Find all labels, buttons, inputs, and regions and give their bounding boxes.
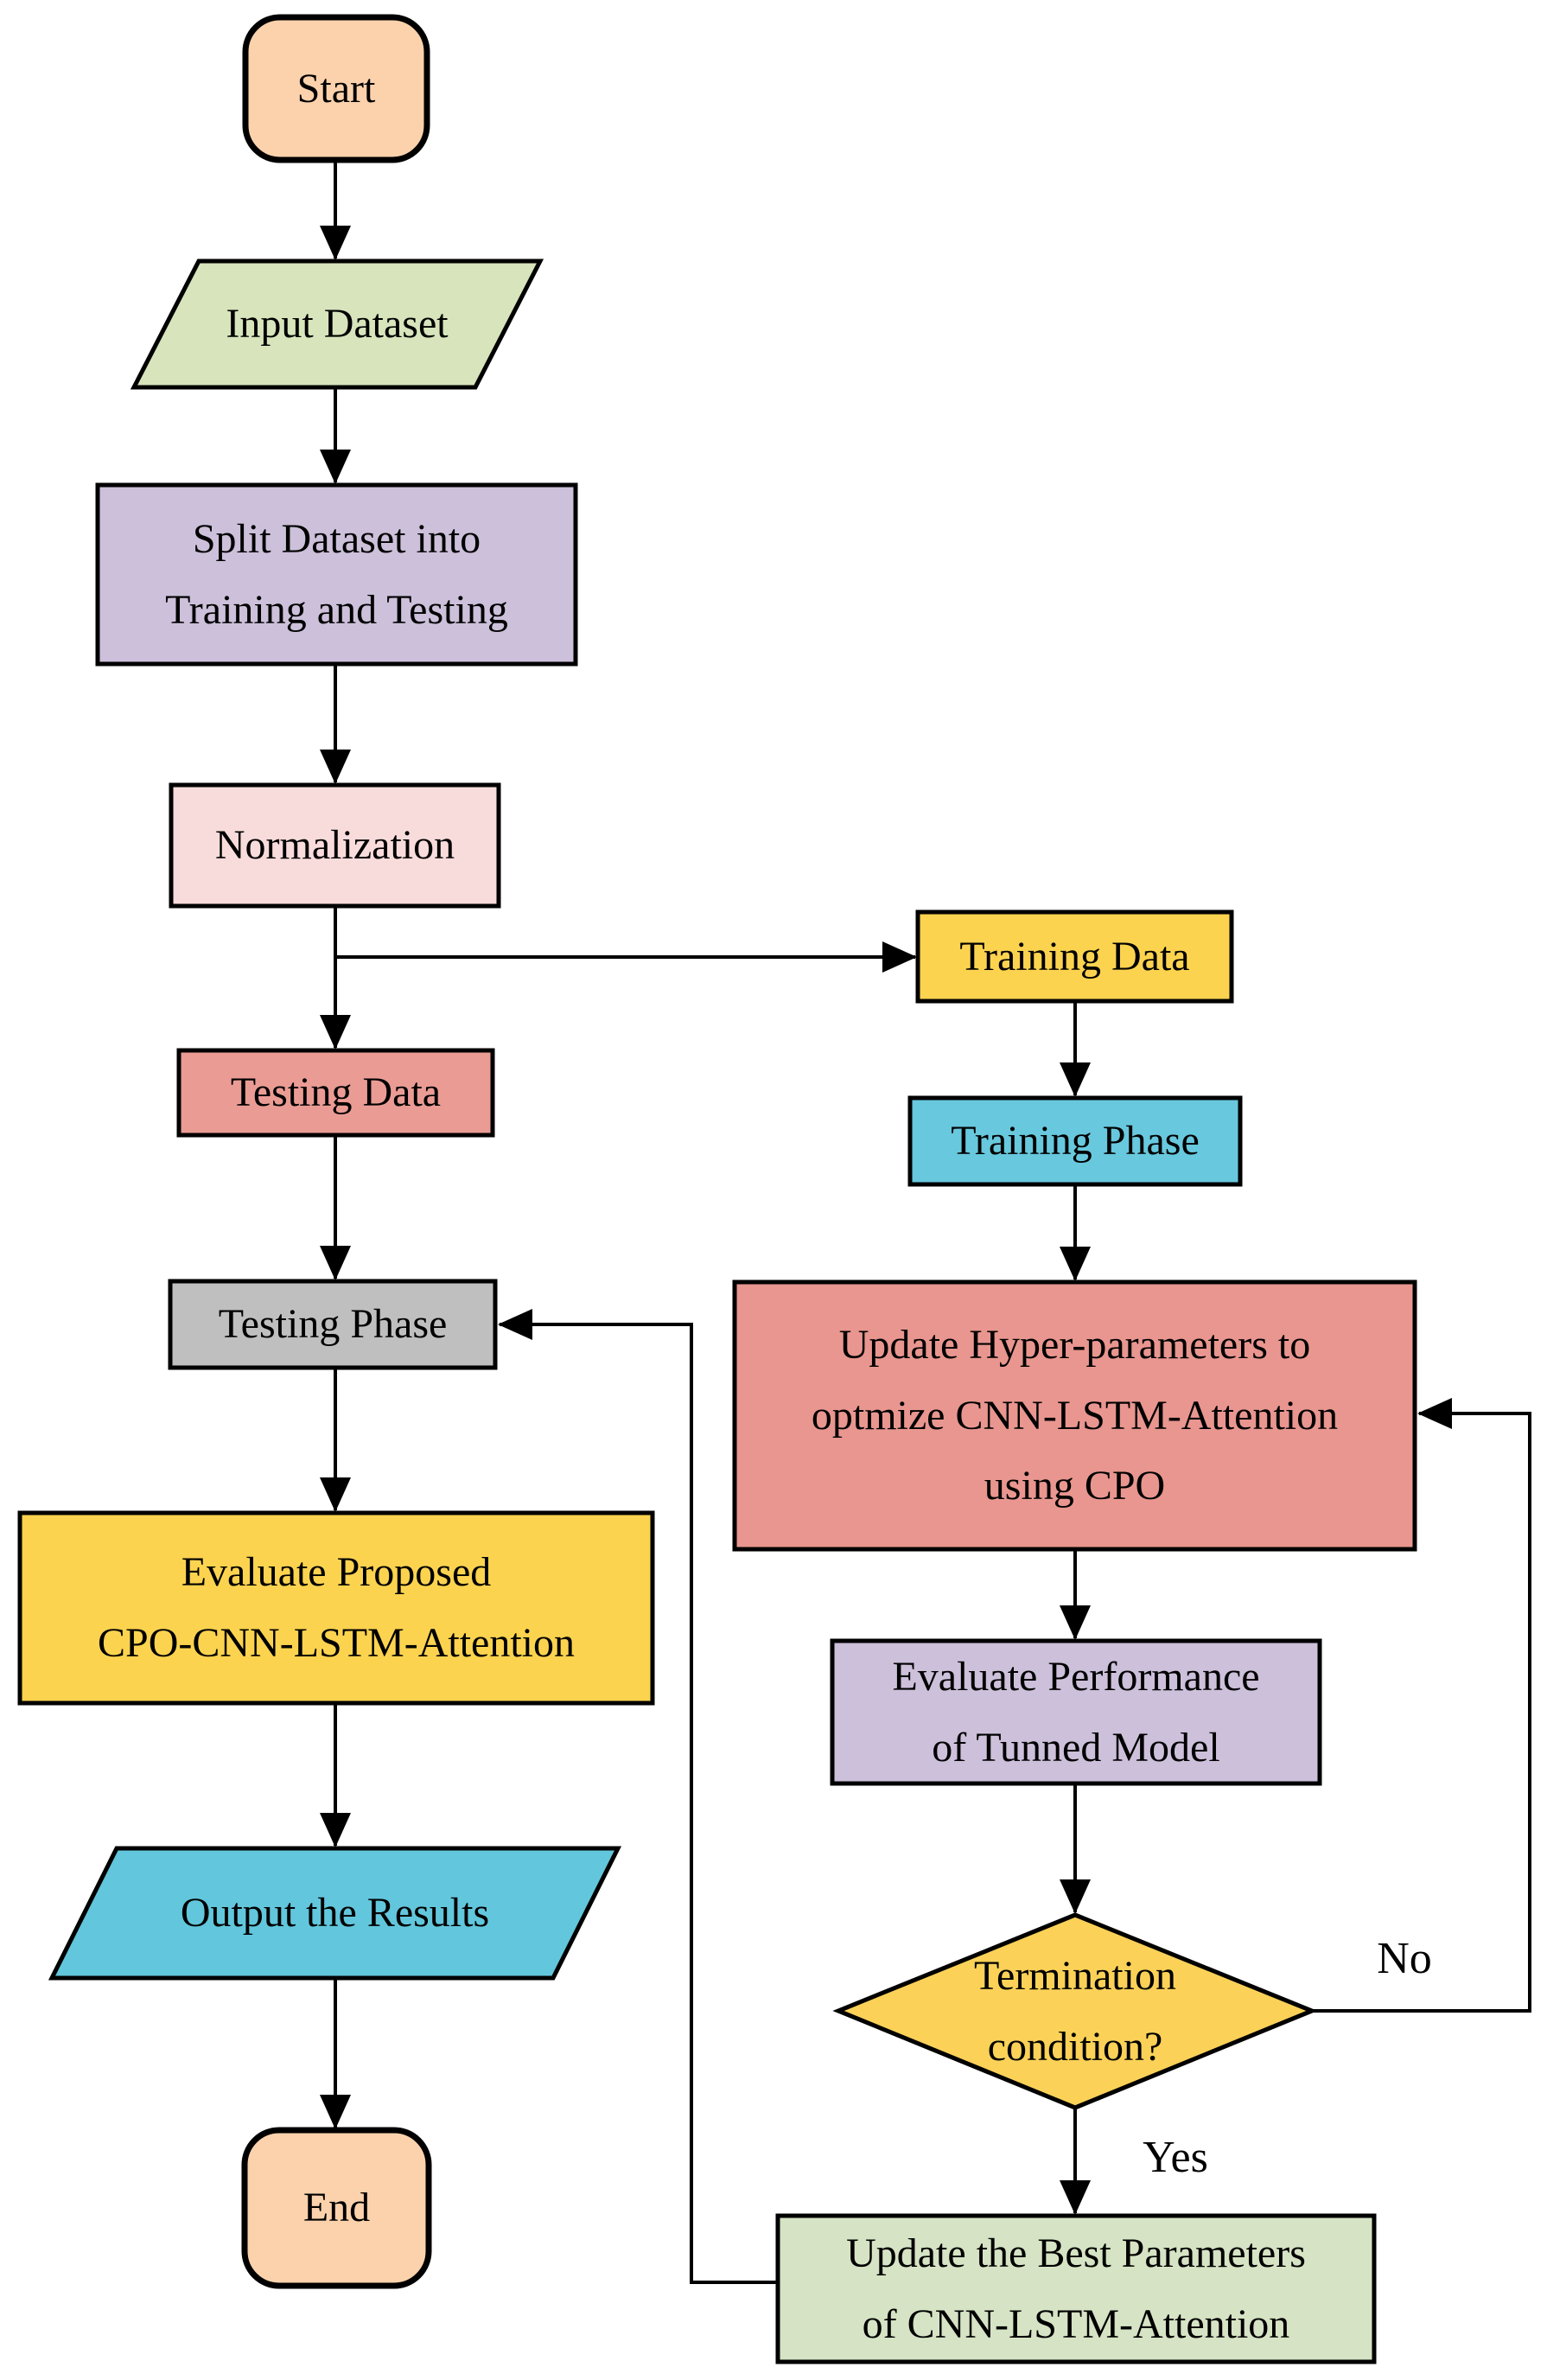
edge-termination-no-loop xyxy=(1312,1398,1531,2013)
node-training-data-shape xyxy=(915,909,1234,1004)
node-evaluate-performance-shape xyxy=(830,1638,1322,1786)
node-output-results-shape xyxy=(48,1846,622,1981)
node-testing-data-shape xyxy=(176,1048,495,1138)
node-update-best-shape xyxy=(775,2213,1377,2364)
node-training-phase-shape xyxy=(907,1095,1243,1187)
node-input-dataset-shape xyxy=(130,258,544,390)
edge-update-best-to-testing-phase-loop xyxy=(498,1309,778,2284)
node-start-shape xyxy=(242,14,430,163)
node-evaluate-proposed-shape xyxy=(17,1510,655,1706)
node-testing-phase-shape xyxy=(168,1279,498,1370)
node-split-dataset-shape xyxy=(95,482,578,667)
node-update-hyper-shape xyxy=(732,1279,1417,1552)
node-termination-shape xyxy=(832,1912,1318,2110)
node-end-shape xyxy=(241,2127,432,2289)
node-normalization-shape xyxy=(169,782,501,909)
